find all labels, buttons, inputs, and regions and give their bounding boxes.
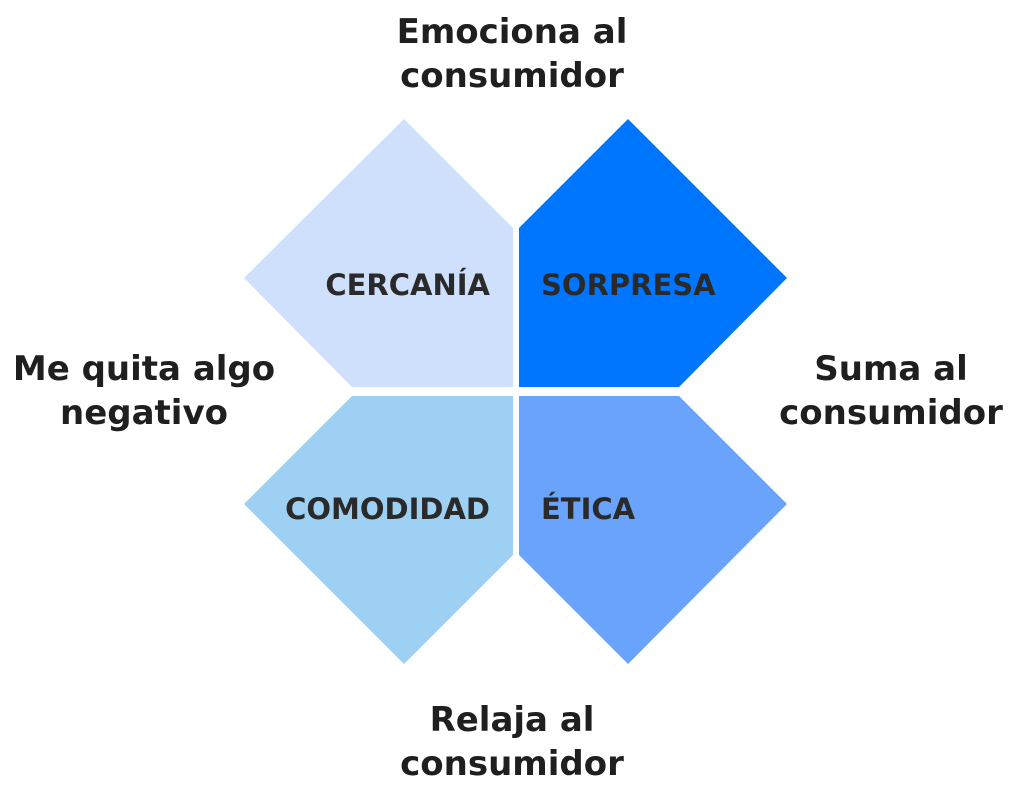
quadrant-top-left-shape	[244, 119, 513, 387]
axis-label-bottom-line2: consumidor	[400, 744, 624, 784]
axis-label-left-line1: Me quita algo	[12, 349, 276, 389]
axis-label-left: Me quita algo negativo	[6, 347, 282, 435]
axis-label-bottom: Relaja al consumidor	[312, 698, 712, 786]
axis-label-left-line2: negativo	[60, 393, 228, 433]
axis-label-top: Emociona al consumidor	[312, 10, 712, 98]
quadrant-bottom-right-label: ÉTICA	[541, 492, 636, 526]
axis-label-top-line2: consumidor	[400, 56, 624, 96]
axis-label-right-line1: Suma al	[814, 349, 968, 389]
quadrant-top-right-label: SORPRESA	[541, 268, 716, 302]
axis-label-right-line2: consumidor	[779, 393, 1003, 433]
quadrant-top-right-shape	[519, 119, 787, 387]
quadrant-bottom-left-shape	[244, 396, 513, 664]
axis-label-right: Suma al consumidor	[760, 347, 1022, 435]
axis-label-top-line1: Emociona al	[396, 12, 628, 52]
quadrant-bottom-right-shape	[519, 396, 787, 664]
axis-label-bottom-line1: Relaja al	[429, 700, 595, 740]
quadrant-top-left-label: CERCANÍA	[325, 268, 490, 302]
quadrant-bottom-left-label: COMODIDAD	[285, 492, 490, 526]
